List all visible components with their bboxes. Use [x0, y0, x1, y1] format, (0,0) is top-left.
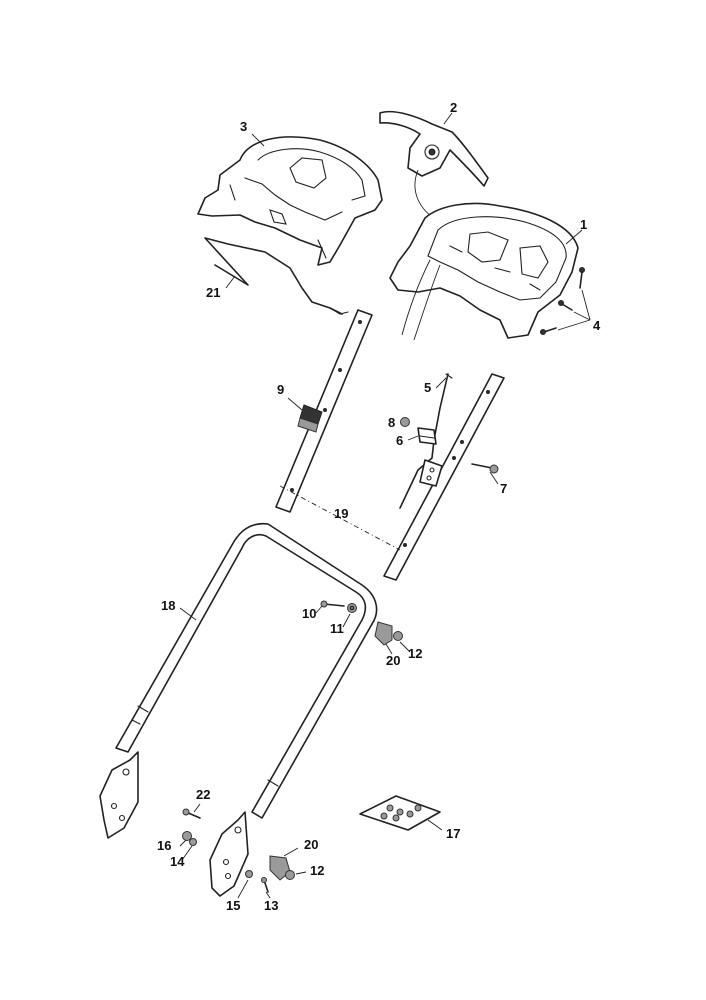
label-part-7: 7	[500, 481, 507, 496]
upper-left-tube-part[interactable]	[275, 309, 373, 513]
handle-cover-part[interactable]	[197, 136, 383, 266]
label-part-22: 22	[196, 787, 210, 802]
bolt-7-part[interactable]	[471, 463, 499, 474]
label-part-3: 3	[240, 119, 247, 134]
washer-15-part[interactable]	[245, 870, 253, 878]
label-part-4: 4	[593, 318, 601, 333]
nut-12-upper-part[interactable]	[393, 631, 403, 641]
upper-right-tube-part[interactable]	[383, 373, 505, 581]
knob-20-lower-part[interactable]	[269, 855, 291, 881]
bolt-10-part[interactable]	[320, 600, 345, 608]
nut-16-part[interactable]	[182, 831, 192, 841]
label-part-20-lower: 20	[304, 837, 318, 852]
label-part-11: 11	[330, 621, 344, 636]
hardware-bag-part[interactable]	[359, 795, 441, 831]
label-part-19: 19	[334, 506, 348, 521]
washer-11-part[interactable]	[347, 603, 357, 613]
cable-clip-part[interactable]	[297, 404, 323, 433]
label-part-12-upper: 12	[408, 646, 422, 661]
knob-20-upper-part[interactable]	[374, 621, 393, 646]
label-part-15: 15	[226, 898, 240, 913]
label-part-16: 16	[157, 838, 171, 853]
washer-14-part[interactable]	[189, 838, 197, 846]
label-part-12-lower: 12	[310, 863, 324, 878]
cable-clamp-part[interactable]	[417, 427, 437, 445]
nut-8-part[interactable]	[400, 417, 410, 427]
label-part-6: 6	[396, 433, 403, 448]
label-part-17: 17	[446, 826, 460, 841]
lower-handle-tube-part[interactable]	[115, 522, 378, 819]
label-part-2: 2	[450, 100, 457, 115]
label-part-1: 1	[580, 217, 587, 232]
screw-13-part[interactable]	[261, 877, 269, 893]
label-part-5: 5	[424, 380, 431, 395]
leader-lines	[179, 112, 591, 899]
label-part-18: 18	[161, 598, 175, 613]
label-part-14: 14	[170, 854, 185, 869]
part-number-labels: 3 2 1 4 21 9 5 8 6 7 19 18 10 11 20 12 2…	[157, 100, 601, 913]
alignment-line	[279, 485, 401, 551]
label-part-10: 10	[302, 606, 316, 621]
right-bracket-part[interactable]	[209, 811, 249, 897]
label-part-9: 9	[277, 382, 284, 397]
label-part-8: 8	[388, 415, 395, 430]
screw-set-part[interactable]	[540, 267, 585, 335]
cable-part[interactable]	[204, 237, 349, 315]
control-lever-part[interactable]	[379, 110, 489, 223]
label-part-13: 13	[264, 898, 278, 913]
left-bracket-part[interactable]	[99, 751, 139, 839]
label-part-20-upper: 20	[386, 653, 400, 668]
nut-12-lower-part[interactable]	[285, 870, 295, 880]
bolt-22-part[interactable]	[182, 808, 201, 819]
label-part-21: 21	[206, 285, 220, 300]
handle-frame-part[interactable]	[389, 202, 579, 341]
